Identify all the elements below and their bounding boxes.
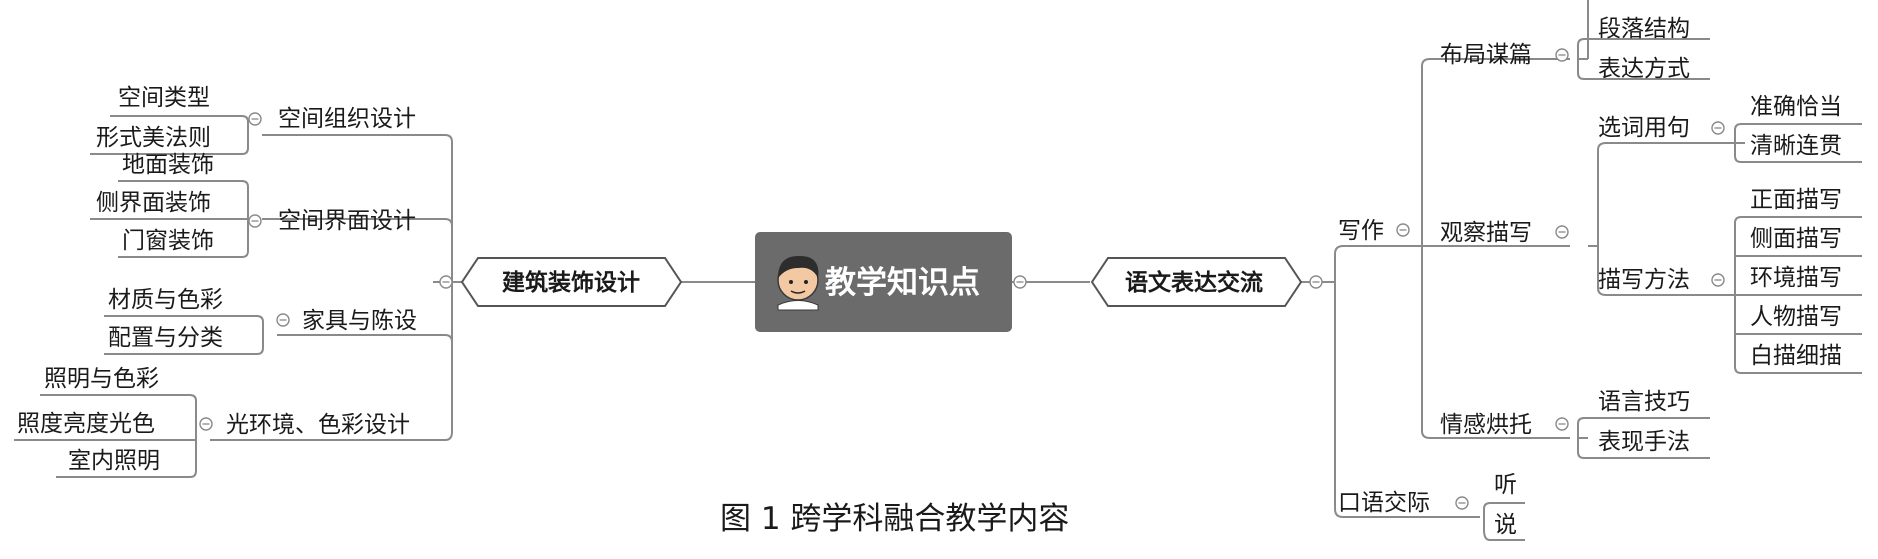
leaf-front-description: 正面描写 xyxy=(1750,187,1842,213)
leaf-expression-mode: 表达方式 xyxy=(1598,56,1690,82)
leaf-speak: 说 xyxy=(1494,512,1517,538)
central-topic-label: 教学知识点 xyxy=(825,265,980,301)
branch-label: 空间组织设计 xyxy=(278,106,416,132)
leaf-character-description: 人物描写 xyxy=(1750,304,1842,330)
collapse-toggle-icon[interactable] xyxy=(1555,417,1569,431)
right-main-collapse-toggle-icon[interactable] xyxy=(1309,275,1323,289)
branch-label: 家具与陈设 xyxy=(302,308,417,334)
central-topic[interactable]: 教学知识点 xyxy=(755,232,1012,332)
leaf-material-color: 材质与色彩 xyxy=(108,287,223,313)
branch-oral-communication[interactable]: 口语交际 xyxy=(1338,490,1430,516)
collapse-toggle-icon[interactable] xyxy=(1455,496,1469,510)
leaf-side-interface-decoration: 侧界面装饰 xyxy=(96,190,211,216)
collapse-toggle-icon[interactable] xyxy=(1711,273,1725,287)
sub-description-method[interactable]: 描写方法 xyxy=(1598,267,1690,293)
branch-label: 口语交际 xyxy=(1338,490,1430,516)
leaf-formal-beauty: 形式美法则 xyxy=(96,125,211,151)
branch-light-color[interactable]: 光环境、色彩设计 xyxy=(226,412,410,438)
branch-label: 写作 xyxy=(1338,218,1384,244)
branch-furniture[interactable]: 家具与陈设 xyxy=(302,308,417,334)
sub-emotion[interactable]: 情感烘托 xyxy=(1440,412,1532,438)
branch-label: 空间界面设计 xyxy=(278,208,416,234)
leaf-interior-lighting: 室内照明 xyxy=(68,448,160,474)
sub-observation[interactable]: 观察描写 xyxy=(1440,220,1532,246)
leaf-space-type: 空间类型 xyxy=(118,85,210,111)
branch-space-interface[interactable]: 空间界面设计 xyxy=(278,208,416,234)
leaf-expression-technique: 表现手法 xyxy=(1598,429,1690,455)
right-main-topic[interactable]: 语文表达交流 xyxy=(1090,257,1303,307)
leaf-accurate: 准确恰当 xyxy=(1750,94,1842,120)
leaf-listen: 听 xyxy=(1494,472,1517,498)
collapse-toggle-icon[interactable] xyxy=(1396,223,1410,237)
branch-label: 光环境、色彩设计 xyxy=(226,412,410,438)
sub-label: 描写方法 xyxy=(1598,267,1690,293)
collapse-toggle-icon[interactable] xyxy=(248,214,262,228)
collapse-toggle-icon[interactable] xyxy=(248,112,262,126)
sub-label: 选词用句 xyxy=(1598,115,1690,141)
leaf-environment-description: 环境描写 xyxy=(1750,265,1842,291)
leaf-paragraph-structure: 段落结构 xyxy=(1598,16,1690,42)
collapse-toggle-icon[interactable] xyxy=(1555,48,1569,62)
branch-writing[interactable]: 写作 xyxy=(1338,218,1384,244)
left-main-collapse-toggle-icon[interactable] xyxy=(439,275,453,289)
central-collapse-toggle-icon[interactable] xyxy=(1013,275,1027,289)
left-main-topic-label: 建筑装饰设计 xyxy=(502,269,640,296)
sub-label: 观察描写 xyxy=(1440,220,1532,246)
collapse-toggle-icon[interactable] xyxy=(199,417,213,431)
avatar-icon xyxy=(777,255,819,311)
leaf-sketch-detail: 白描细描 xyxy=(1750,343,1842,369)
sub-layout[interactable]: 布局谋篇 xyxy=(1440,42,1532,68)
leaf-door-window-decoration: 门窗装饰 xyxy=(122,228,214,254)
collapse-toggle-icon[interactable] xyxy=(1711,121,1725,135)
collapse-toggle-icon[interactable] xyxy=(276,313,290,327)
leaf-side-description: 侧面描写 xyxy=(1750,226,1842,252)
leaf-floor-decoration: 地面装饰 xyxy=(122,152,214,178)
left-main-topic[interactable]: 建筑装饰设计 xyxy=(460,257,683,307)
leaf-coherent: 清晰连贯 xyxy=(1750,133,1842,159)
right-main-topic-label: 语文表达交流 xyxy=(1125,269,1263,296)
sub-word-choice[interactable]: 选词用句 xyxy=(1598,115,1690,141)
leaf-configuration-class: 配置与分类 xyxy=(108,325,223,351)
sub-label: 布局谋篇 xyxy=(1440,42,1532,68)
leaf-illuminance: 照度亮度光色 xyxy=(17,411,155,437)
leaf-lighting-color: 照明与色彩 xyxy=(44,366,159,392)
figure-caption: 图 1 跨学科融合教学内容 xyxy=(720,501,1069,537)
leaf-language-skill: 语言技巧 xyxy=(1598,389,1690,415)
collapse-toggle-icon[interactable] xyxy=(1555,225,1569,239)
connectors xyxy=(14,0,1862,541)
branch-space-organization[interactable]: 空间组织设计 xyxy=(278,106,416,132)
sub-label: 情感烘托 xyxy=(1440,412,1532,438)
